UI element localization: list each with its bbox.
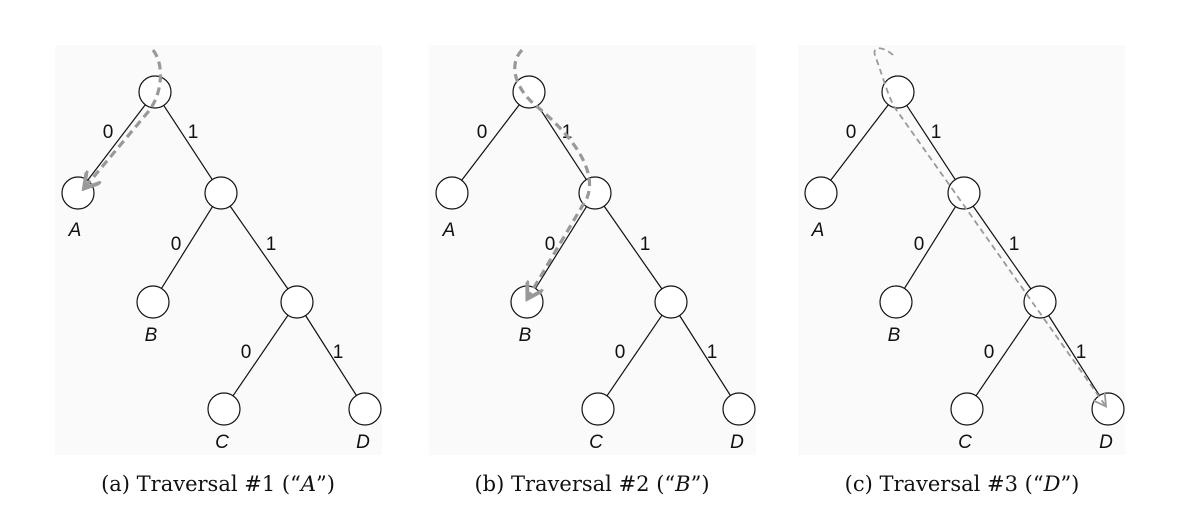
edge-label: 1 bbox=[188, 122, 199, 143]
leaf-node-D bbox=[1091, 392, 1125, 426]
leaf-label: A bbox=[68, 220, 82, 241]
leaf-node-B bbox=[879, 285, 913, 319]
caption-text: ”) bbox=[315, 472, 335, 496]
traversal-path-arrow bbox=[86, 49, 163, 186]
internal-node bbox=[204, 176, 238, 210]
leaf-node-A bbox=[804, 176, 838, 210]
caption-leaf: A bbox=[300, 472, 316, 496]
leaf-node-B bbox=[510, 285, 544, 319]
edge-label: 0 bbox=[914, 234, 925, 255]
tree-edge bbox=[537, 105, 587, 180]
caption-c: (c) Traversal #3 (“D”) bbox=[845, 472, 1080, 496]
edge-label: 1 bbox=[562, 122, 573, 143]
leaf-label: A bbox=[811, 220, 825, 241]
tree-edge bbox=[975, 314, 1032, 397]
caption-text: (c) Traversal #3 (“ bbox=[844, 472, 1044, 496]
internal-node bbox=[280, 285, 314, 319]
leaf-node-B bbox=[136, 285, 170, 319]
tree-edge bbox=[1048, 315, 1100, 396]
tree-edge bbox=[305, 315, 357, 396]
leaf-node-C bbox=[207, 392, 241, 426]
leaf-label: B bbox=[519, 325, 532, 346]
edge-label: 1 bbox=[1009, 234, 1020, 255]
leaf-node-D bbox=[722, 392, 756, 426]
edge-label: 0 bbox=[477, 122, 488, 143]
leaf-label: C bbox=[215, 432, 229, 453]
internal-node bbox=[654, 285, 688, 319]
leaf-node-C bbox=[950, 392, 984, 426]
traversal-path-arrow bbox=[513, 48, 591, 296]
caption-text: ”) bbox=[690, 472, 710, 496]
leaf-node-C bbox=[581, 392, 615, 426]
panel-background bbox=[429, 45, 756, 455]
caption-leaf: D bbox=[1043, 472, 1061, 496]
leaf-node-A bbox=[435, 176, 469, 210]
leaf-label: A bbox=[442, 220, 456, 241]
leaf-label: C bbox=[958, 432, 972, 453]
edge-label: 0 bbox=[984, 342, 995, 363]
leaf-label: D bbox=[730, 432, 744, 453]
edge-label: 1 bbox=[640, 234, 651, 255]
edge-label: 1 bbox=[266, 234, 277, 255]
caption-b: (b) Traversal #2 (“B”) bbox=[474, 472, 709, 496]
tree-edge bbox=[160, 206, 214, 289]
traversal-path-arrow bbox=[873, 47, 1105, 405]
caption-text: (a) Traversal #1 (“ bbox=[101, 472, 301, 496]
tree-edge bbox=[903, 206, 957, 289]
internal-node bbox=[947, 176, 981, 210]
leaf-label: B bbox=[888, 325, 901, 346]
edge-label: 0 bbox=[545, 234, 556, 255]
leaf-label: B bbox=[145, 325, 158, 346]
tree-edge bbox=[830, 104, 889, 181]
caption-a: (a) Traversal #1 (“A”) bbox=[101, 472, 335, 496]
tree-edge bbox=[461, 104, 520, 181]
caption-text: ”) bbox=[1060, 472, 1080, 496]
edge-label: 0 bbox=[241, 342, 252, 363]
edge-label: 1 bbox=[707, 342, 718, 363]
tree-edge bbox=[603, 205, 663, 290]
edge-label: 0 bbox=[171, 234, 182, 255]
tree-edge bbox=[606, 314, 663, 397]
tree-edge bbox=[534, 206, 588, 289]
tree-edge bbox=[972, 205, 1032, 290]
internal-node bbox=[578, 176, 612, 210]
caption-leaf: B bbox=[675, 472, 691, 496]
edge-label: 0 bbox=[846, 122, 857, 143]
tree-edge bbox=[679, 315, 731, 396]
leaf-label: D bbox=[1099, 432, 1113, 453]
panel-background bbox=[798, 45, 1125, 455]
leaf-label: C bbox=[589, 432, 603, 453]
internal-node bbox=[138, 75, 172, 109]
leaf-label: D bbox=[356, 432, 370, 453]
tree-edge bbox=[906, 105, 956, 180]
leaf-node-D bbox=[348, 392, 382, 426]
edge-label: 1 bbox=[1076, 342, 1087, 363]
edge-label: 1 bbox=[333, 342, 344, 363]
tree-edge bbox=[163, 105, 213, 180]
tree-edge bbox=[87, 104, 146, 181]
edge-label: 0 bbox=[103, 122, 114, 143]
panel-background bbox=[55, 45, 382, 455]
edge-label: 1 bbox=[931, 122, 942, 143]
edge-label: 0 bbox=[615, 342, 626, 363]
internal-node bbox=[512, 75, 546, 109]
caption-text: (b) Traversal #2 (“ bbox=[474, 472, 676, 496]
tree-edge bbox=[232, 314, 289, 397]
tree-edge bbox=[229, 205, 289, 290]
internal-node bbox=[1023, 285, 1057, 319]
